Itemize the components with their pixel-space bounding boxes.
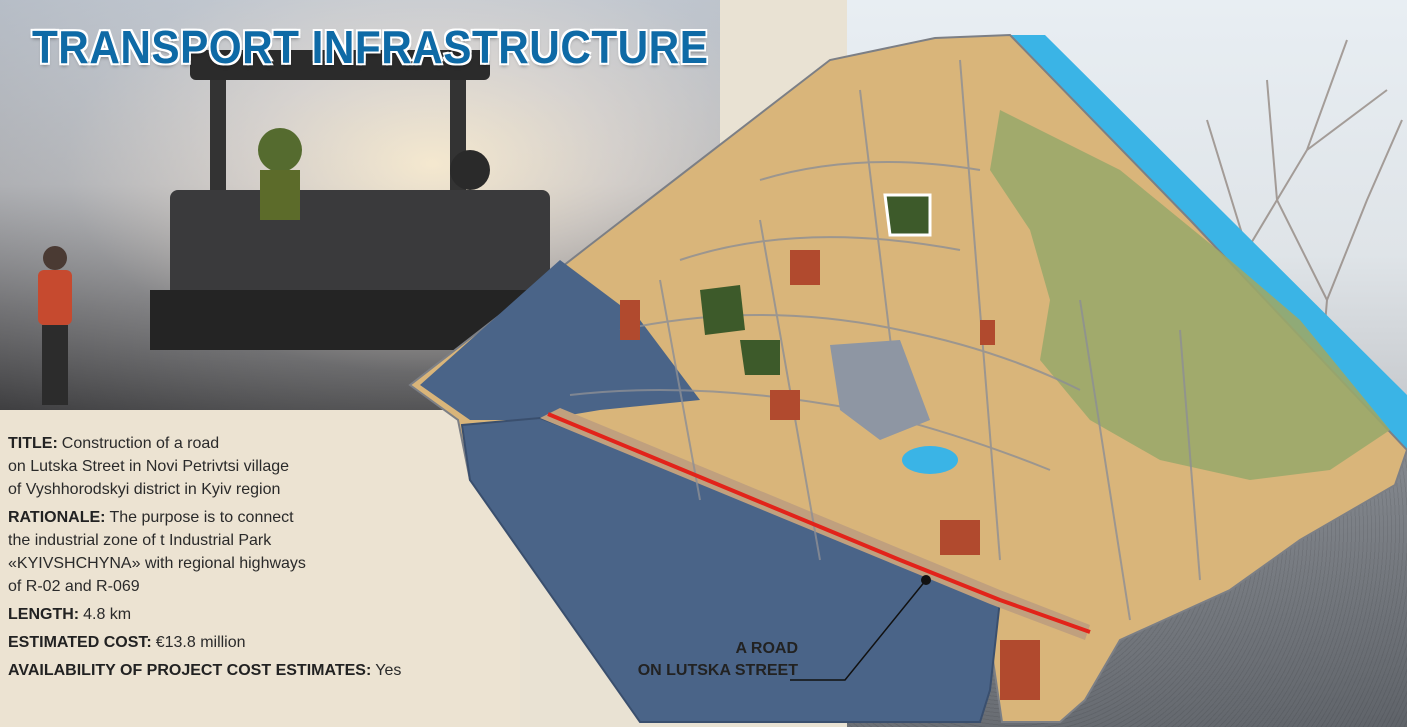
info-length-value: 4.8 km [83,606,132,623]
callout-line-1: A ROAD [735,640,798,657]
lake [902,446,958,474]
park-2 [883,193,932,237]
central-plot [830,340,930,440]
info-title-key: TITLE: [8,435,58,452]
commercial-plots [620,250,1040,700]
street-grid [569,59,1201,621]
info-panel [0,410,520,727]
forest-zone [990,110,1390,480]
info-rationale-line-4: of R-02 and R-069 [8,578,140,595]
info-title-line-1: Construction of a road [61,435,220,452]
info-length-key: LENGTH: [8,606,80,623]
callout-line-2: ON LUTSKA STREET [637,662,798,679]
industrial-zone-north [420,260,700,420]
info-title: TITLE:Construction of a road on Lutska S… [8,432,508,501]
info-cost-value: €13.8 million [155,634,246,651]
park-1 [700,285,745,335]
page-title: TRANSPORT INFRASTRUCTURE [32,21,709,73]
callout-label: A ROAD ON LUTSKA STREET [578,638,798,682]
project-info: TITLE:Construction of a road on Lutska S… [8,432,508,687]
info-cost: ESTIMATED COST:€13.8 million [8,631,508,654]
info-title-line-3: of Vyshhorodskyi district in Kyiv region [8,481,281,498]
info-rationale-key: RATIONALE: [8,509,106,526]
lutska-road-line [547,412,1091,634]
info-estimates: AVAILABILITY OF PROJECT COST ESTIMATES:Y… [8,659,508,682]
info-cost-key: ESTIMATED COST: [8,634,152,651]
info-title-line-2: on Lutska Street in Novi Petrivtsi villa… [8,458,290,475]
callout-leader-line [790,579,927,681]
info-rationale-line-1: The purpose is to connect [109,509,294,526]
info-estimates-value: Yes [375,662,402,679]
worker-figure [38,246,72,405]
info-rationale-line-2: the industrial zone of t Industrial Park [8,532,272,549]
info-rationale: RATIONALE:The purpose is to connect the … [8,506,508,598]
park-3 [740,340,780,375]
info-length: LENGTH:4.8 km [8,603,508,626]
info-estimates-key: AVAILABILITY OF PROJECT COST ESTIMATES: [8,662,372,679]
info-rationale-line-3: «KYIVSHCHYNA» with regional highways [8,555,306,572]
